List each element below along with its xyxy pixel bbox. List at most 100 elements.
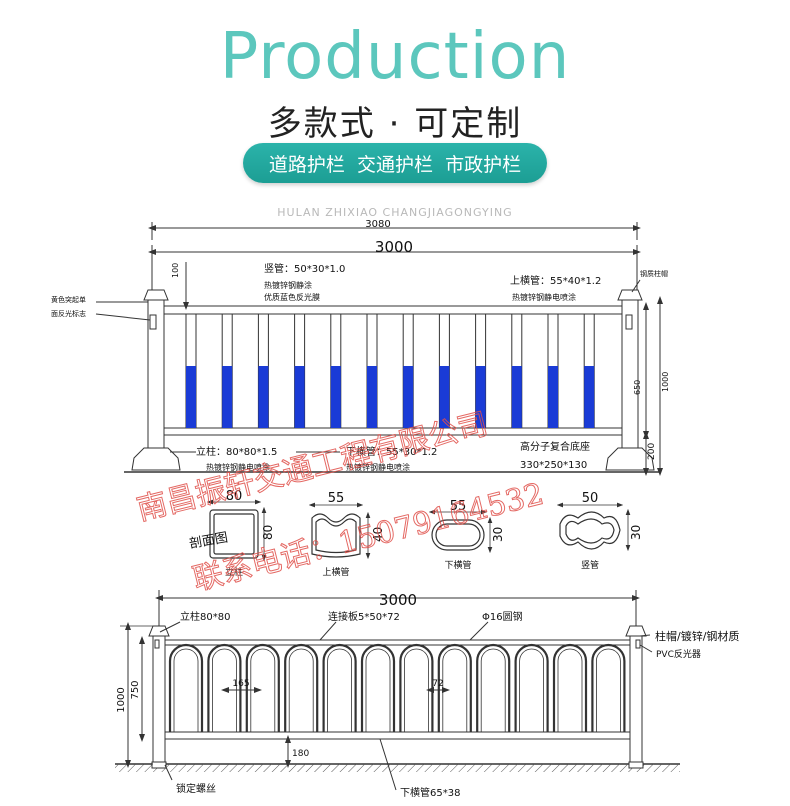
arch-loop-inner xyxy=(173,648,199,732)
arch-loop-inner xyxy=(288,648,314,732)
dim-650-label: 650 xyxy=(633,380,642,395)
section-bottom-rail-w: 55 xyxy=(450,499,467,514)
reflective-panel xyxy=(584,366,595,428)
dim2-750-label: 750 xyxy=(130,680,141,699)
arch-loop-inner xyxy=(365,648,391,732)
section-picket-outer xyxy=(559,511,621,550)
arch-loop xyxy=(168,643,204,732)
arch-loop-inner xyxy=(596,648,621,732)
post-coat-label: 热镀锌钢静电喷涂 xyxy=(206,462,270,472)
bottom-rail-coat-label: 热镀锌钢静电喷涂 xyxy=(346,462,410,472)
left-post-cap xyxy=(143,289,169,301)
reflective-panel xyxy=(222,366,233,428)
d2-post-label: 立柱80*80 xyxy=(180,610,230,623)
section-top-rail-inner xyxy=(315,518,357,554)
arch-loop xyxy=(360,643,396,732)
section-picket-name: 竖管 xyxy=(581,559,599,571)
drawing-2-labels: 3000 1000 750 165 72 180 立柱80*80 连接板5*50… xyxy=(116,591,739,799)
post-cap-label: 钢质柱帽 xyxy=(640,269,668,278)
right-post-cap xyxy=(617,289,643,301)
d2-ground-hatch xyxy=(115,764,680,772)
right-post xyxy=(621,299,639,449)
drawing-1-labels: 3080 3000 100 竖管：50*30*1.0 热镀锌钢静涂 优质蓝色反光… xyxy=(51,219,670,472)
dim-3000-label: 3000 xyxy=(375,238,413,256)
page-subtitle: 多款式 · 可定制 xyxy=(267,104,523,144)
section-top-rail-w: 55 xyxy=(328,491,345,506)
arch-loop-inner xyxy=(519,648,544,732)
dim2-72-label: 72 xyxy=(432,679,443,689)
d2-bottom-rail xyxy=(164,731,631,740)
section-post-h: 80 xyxy=(261,525,275,540)
reflective-panel xyxy=(258,366,269,428)
right-reflector xyxy=(625,314,633,330)
section-post-w: 80 xyxy=(226,489,243,504)
section-bottom-rail-outer xyxy=(431,519,485,551)
drawing-2 xyxy=(115,590,680,791)
leader-line xyxy=(631,279,641,293)
base-label: 高分子复合底座 xyxy=(520,440,590,453)
d2-left-cap xyxy=(148,625,170,637)
leader-line xyxy=(95,313,151,321)
reflective-panel xyxy=(330,366,341,428)
category-pill: 道路护栏 交通护栏 市政护栏 xyxy=(243,143,547,183)
arch-loop xyxy=(552,643,588,732)
section-post-name: 立柱 xyxy=(225,566,243,578)
vertical-coat-label: 热镀锌钢静涂 xyxy=(264,280,312,290)
reflective-panel xyxy=(511,366,522,428)
dim2-1000-label: 1000 xyxy=(116,687,127,712)
arch-loop-inner xyxy=(557,648,583,732)
category-pill-label: 道路护栏 交通护栏 市政护栏 xyxy=(268,153,522,176)
section-title: 剖面图 xyxy=(188,530,229,552)
d2-left-post xyxy=(152,635,166,763)
right-base xyxy=(605,447,655,471)
dim2-165-label: 165 xyxy=(232,679,249,689)
yellow-label-1: 黄色突起单 xyxy=(51,295,86,304)
watermark-english: HULAN ZHIXIAO CHANGJIAGONGYING xyxy=(277,206,513,219)
arch-loop xyxy=(207,643,242,732)
arch-loop-inner xyxy=(327,648,352,732)
top-rail-coat-label: 热镀锌钢静电喷涂 xyxy=(512,292,576,302)
arch-loop xyxy=(399,643,434,732)
d2-right-post xyxy=(629,635,643,763)
yellow-label-2: 面反光标志 xyxy=(51,309,86,318)
arch-loop-inner xyxy=(480,648,506,732)
reflective-panel xyxy=(475,366,486,428)
section-bottom-rail-h: 30 xyxy=(491,527,505,542)
section-top-rail-outer xyxy=(311,513,361,558)
section-top-rail-name: 上横管 xyxy=(322,566,349,578)
section-post-inner xyxy=(213,513,255,555)
dim2-180-label: 180 xyxy=(292,749,309,759)
section-post-outer xyxy=(209,509,259,559)
d2-round-label: Φ16圆钢 xyxy=(482,610,523,623)
page-title: Production xyxy=(219,20,571,94)
top-rail-label: 上横管：55*40*1.2 xyxy=(510,274,601,287)
dim-3080-label: 3080 xyxy=(365,219,390,230)
dim-100-label: 100 xyxy=(171,263,180,278)
dim2-3000-label: 3000 xyxy=(379,591,417,609)
section-picket-inner xyxy=(565,518,615,544)
d2-bottom-label: 下横管65*38 xyxy=(400,786,460,799)
arch-loop xyxy=(284,643,319,732)
arch-loop xyxy=(437,643,472,732)
dim-200-label: 200 xyxy=(647,443,657,460)
section-bottom-rail-inner xyxy=(435,523,481,547)
top-rail xyxy=(163,305,623,315)
bottom-rail xyxy=(163,427,623,436)
arch-loop xyxy=(514,643,549,732)
arch-loop xyxy=(322,643,357,732)
arch-group xyxy=(168,643,626,732)
arch-loop xyxy=(591,643,626,732)
section-top-rail-h: 40 xyxy=(371,527,385,542)
d2-cap-label: 柱帽/镀锌/钢材质 xyxy=(655,629,739,643)
section-bottom-rail-name: 下横管 xyxy=(444,559,471,571)
picket-group xyxy=(185,313,595,429)
d2-pvc-label: PVC反光器 xyxy=(656,648,701,660)
base-size-label: 330*250*130 xyxy=(520,460,587,471)
left-reflector xyxy=(149,314,157,330)
reflective-panel xyxy=(367,366,377,428)
dim-1000-label: 1000 xyxy=(661,372,670,392)
arch-loop-inner xyxy=(442,648,468,732)
bottom-rail-label: 下横管：55*30*1.2 xyxy=(346,445,437,458)
section-picket-w: 50 xyxy=(582,491,599,506)
